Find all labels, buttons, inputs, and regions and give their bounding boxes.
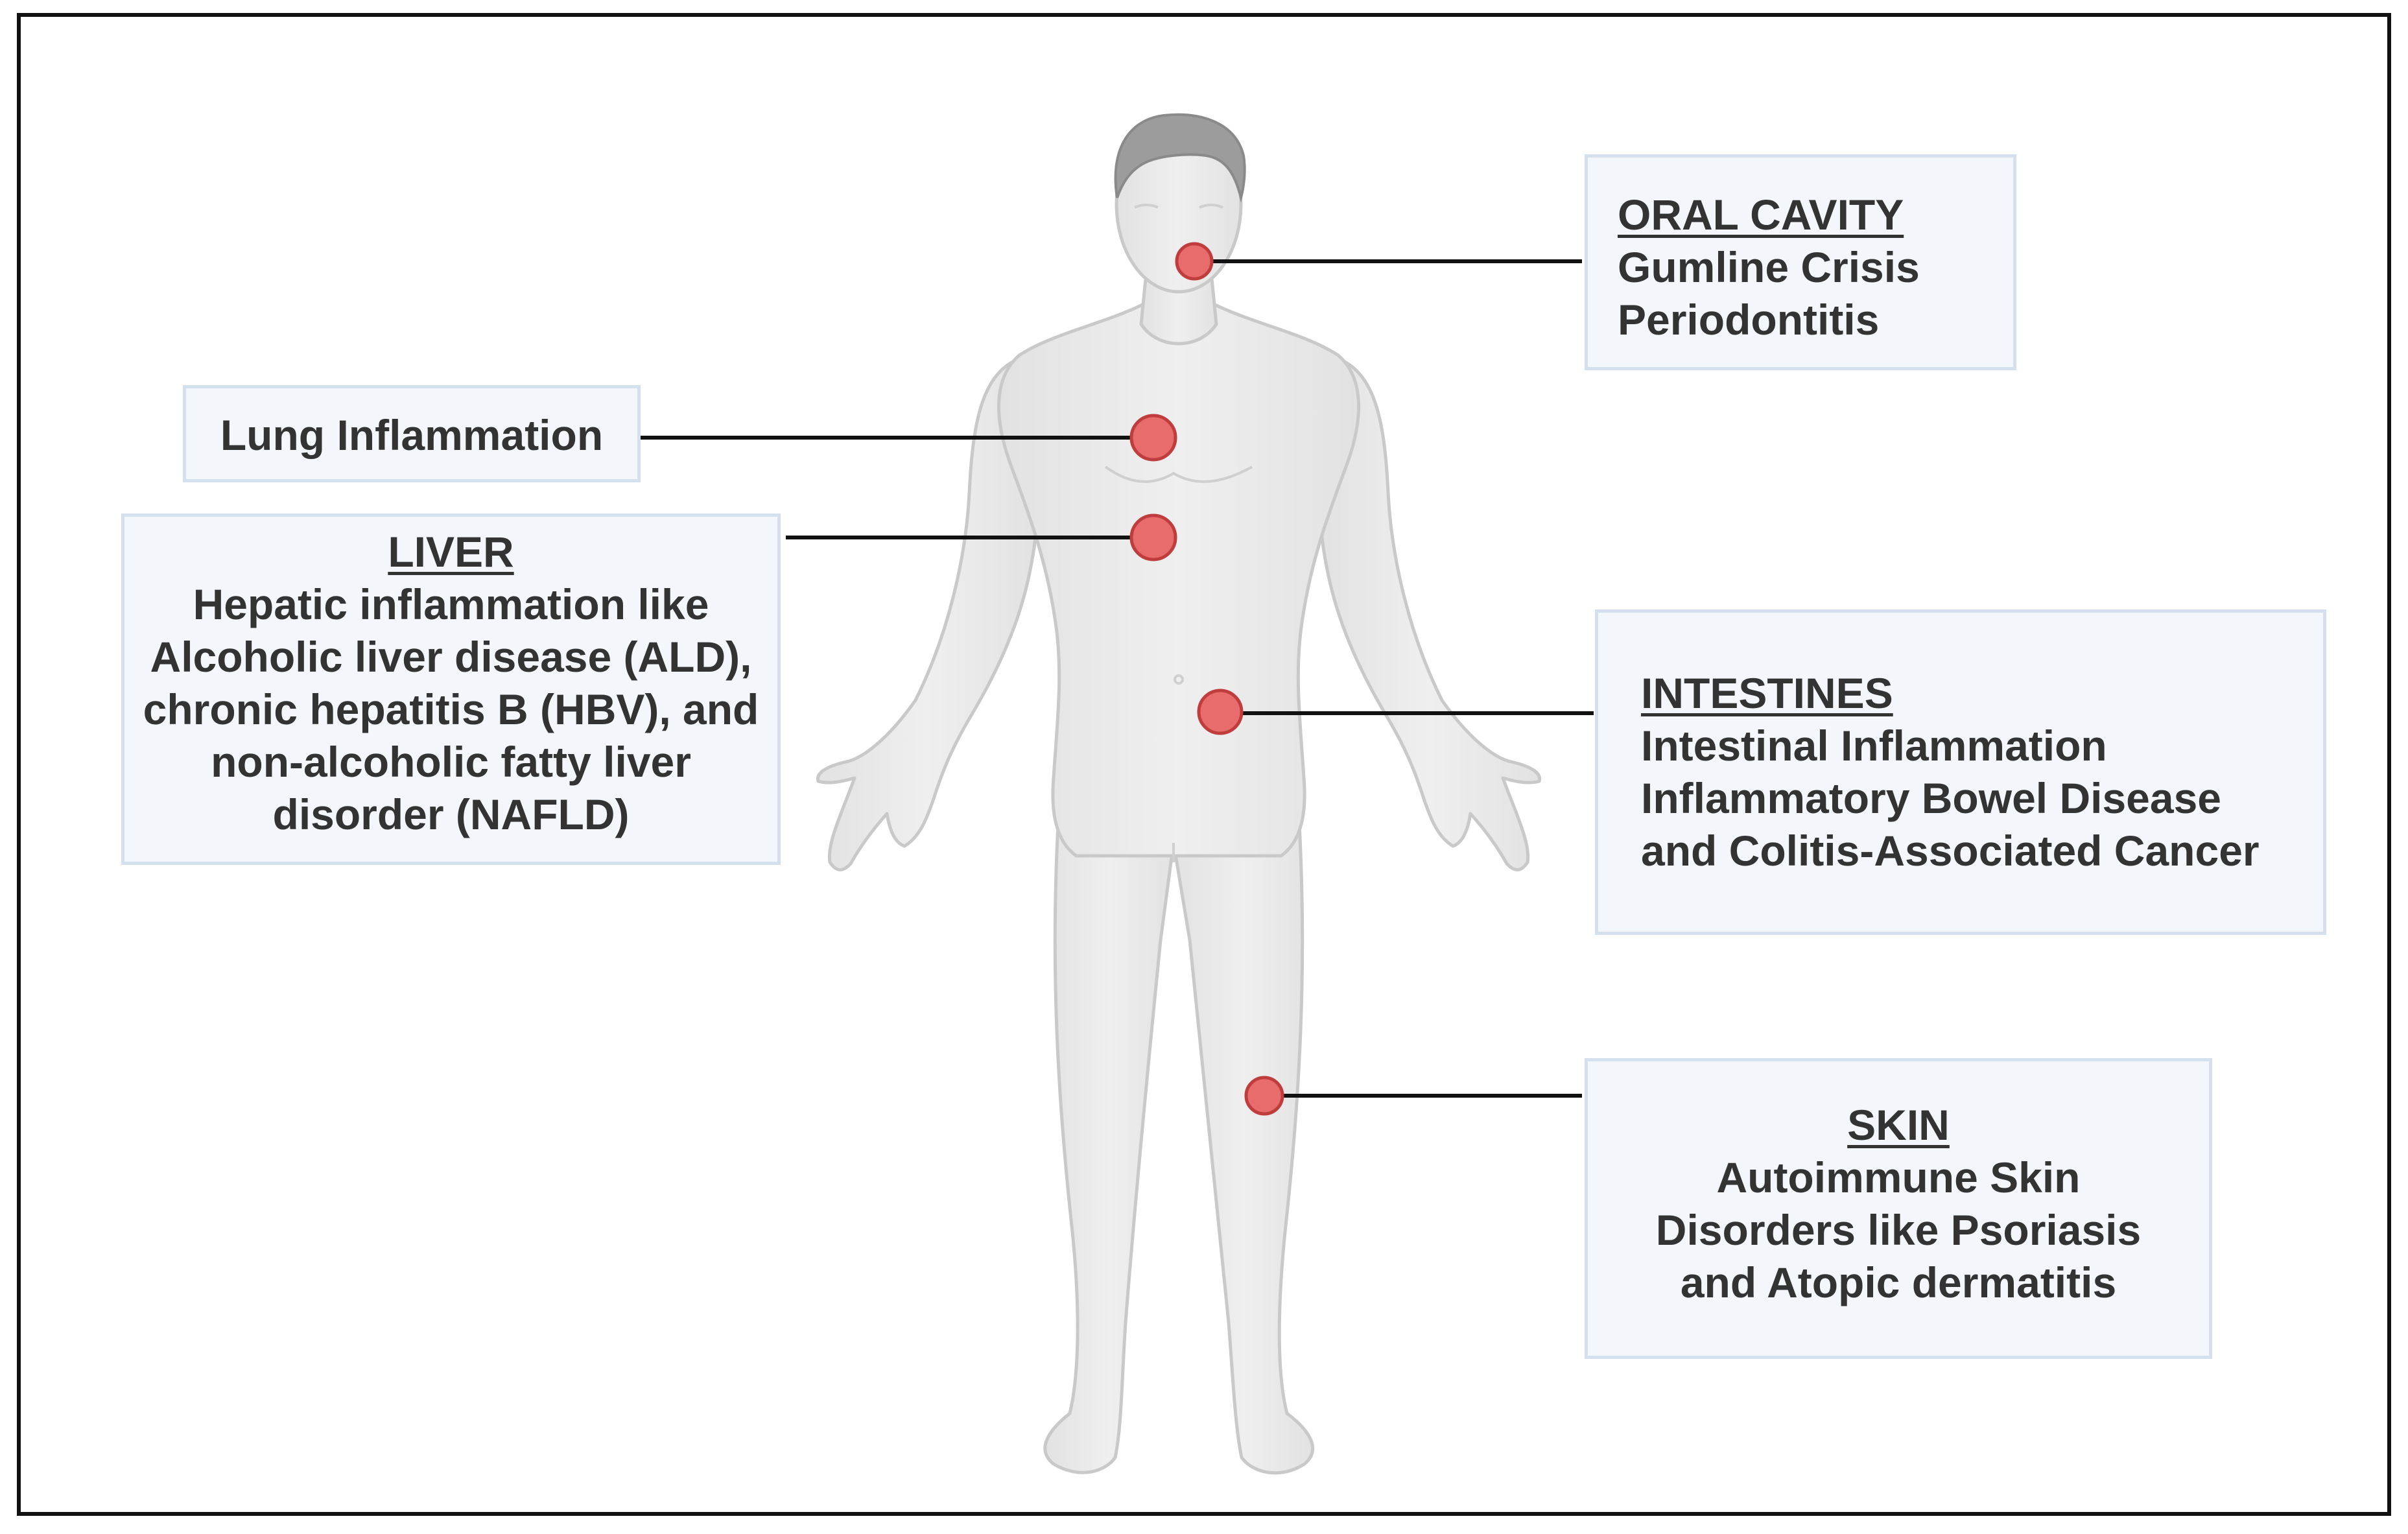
oral-cavity-box: ORAL CAVITY Gumline Crisis Periodontitis [1585,154,2016,370]
liver-line-4: non-alcoholic fatty liver [211,738,691,786]
intestines-line-2: Inflammatory Bowel Disease [1641,774,2221,822]
markers [1129,242,1284,1116]
torso [997,303,1361,858]
skin-line-2: Disorders like Psoriasis [1655,1206,2142,1254]
intestines-line-1: Intestinal Inflammation [1641,722,2107,770]
intestines-line-3: and Colitis-Associated Cancer [1641,827,2260,875]
liver-heading: LIVER [388,528,514,576]
lung-label: Lung Inflammation [220,411,604,459]
oral-cavity-heading: ORAL CAVITY [1618,191,1904,239]
skin-line-1: Autoimmune Skin [1716,1153,2081,1201]
intestines-heading: INTESTINES [1641,669,1893,717]
liver-marker [1129,513,1177,561]
skin-line-3: and Atopic dermatitis [1680,1258,2117,1306]
connector-lines [641,259,1594,1098]
left-arm [816,358,1039,871]
body-details [1104,204,1253,862]
hair [1114,113,1246,203]
liver-line-1: Hepatic inflammation like [193,580,709,628]
oral-marker [1175,242,1214,281]
human-figure [816,115,1542,1475]
liver-box: LIVER Hepatic inflammation like Alcoholi… [121,513,781,865]
skin-box: SKIN Autoimmune Skin Disorders like Psor… [1585,1058,2212,1359]
intestines-box: INTESTINES Intestinal Inflammation Infla… [1595,609,2326,935]
oral-cavity-line-1: Gumline Crisis [1618,243,1920,291]
lung-marker [1129,414,1177,462]
liver-line-5: disorder (NAFLD) [272,790,630,838]
liver-line-3: chronic hepatitis B (HBV), and [143,685,759,733]
skin-marker [1244,1076,1284,1116]
intestines-marker [1197,689,1244,735]
oral-cavity-line-2: Periodontitis [1618,296,1880,344]
right-arm [1318,358,1542,871]
liver-line-2: Alcoholic liver disease (ALD), [150,633,752,681]
skin-heading: SKIN [1847,1101,1950,1149]
right-leg [1172,821,1315,1475]
lung-box: Lung Inflammation [183,385,641,482]
left-leg [1043,821,1175,1474]
